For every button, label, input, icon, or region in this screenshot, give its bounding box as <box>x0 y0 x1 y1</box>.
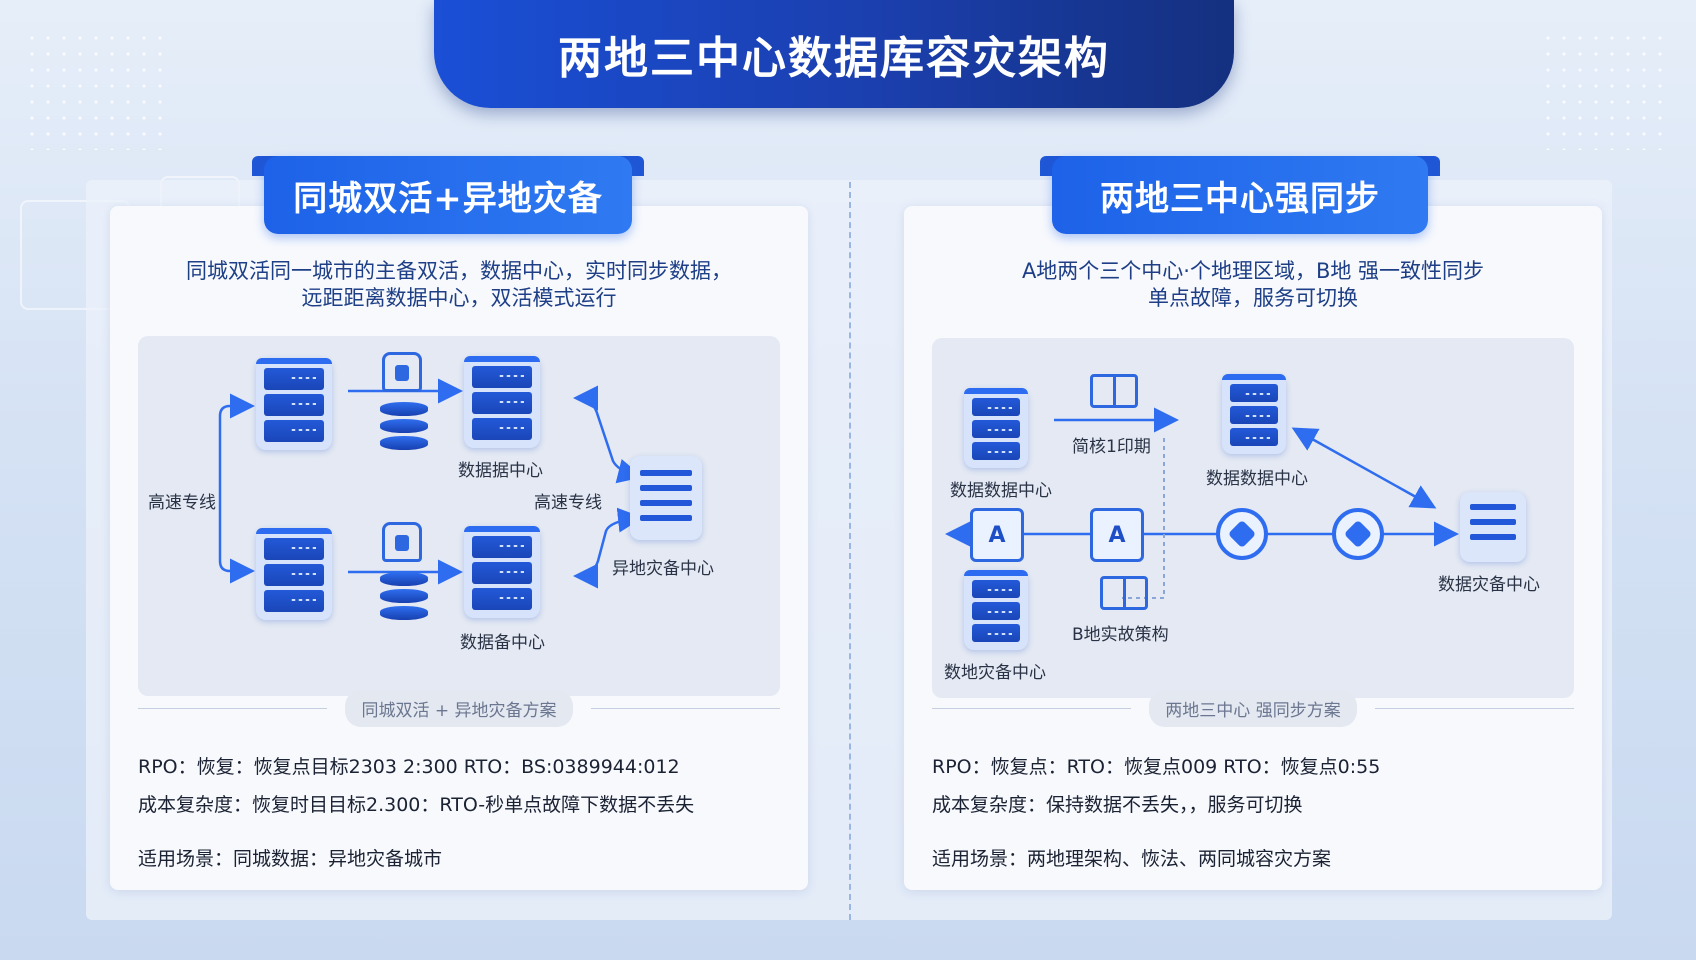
arrow-bottom-to-dr <box>573 507 643 589</box>
right-intro-line1: A地两个三个中心·个地理区域，B地 强一致性同步 <box>1021 259 1485 283</box>
right-cost-text: 成本复杂度：保持数据不丢失，，服务可切换 <box>932 794 1303 816</box>
label-link-right: 高速专线 <box>534 493 602 513</box>
node-a-icon: A <box>1090 508 1144 562</box>
background-dot-pattern <box>24 30 174 150</box>
left-diagram-arrows <box>218 378 643 589</box>
left-diagram: 高速专线 数据据中心 高速专线 异地灾备中心 数据备中心 <box>138 336 780 696</box>
label-dc-b: 数据数据中心 <box>1206 469 1308 489</box>
label-sync: 简核1印期 <box>1072 437 1151 457</box>
server-icon <box>964 388 1028 468</box>
arrow-left-link <box>218 393 255 584</box>
dashed-link <box>1122 438 1165 599</box>
label-dc-bottom: 数据备中心 <box>460 633 545 653</box>
sync-node-icon <box>1332 508 1384 560</box>
right-intro: A地两个三个中心·个地理区域，B地 强一致性同步 单点故障，服务可切换 <box>904 258 1602 312</box>
right-rpo-text: RPO：恢复点：RTO：恢复点009 RTO：恢复点0:55 <box>932 756 1381 778</box>
dr-center-icon <box>1460 492 1526 562</box>
right-scenario-text: 适用场景：两地理架构、恢法、两同城容灾方案 <box>932 848 1332 870</box>
title-banner: 两地三中心数据库容灾架构 <box>434 0 1234 108</box>
left-scenario-text: 适用场景：同城数据：异地灾备城市 <box>138 848 443 870</box>
left-intro-line1: 同城双活同一城市的主备双活，数据中心，实时同步数据， <box>186 259 732 283</box>
left-separator: 同城双活 + 异地灾备方案 <box>138 688 780 728</box>
left-intro-line2: 远距距离数据中心，双活模式运行 <box>301 286 617 310</box>
label-dc-top: 数据据中心 <box>458 461 543 481</box>
label-dr-center: 数据灾备中心 <box>1438 575 1540 595</box>
left-tab-title: 同城双活+异地灾备 <box>293 178 603 219</box>
database-icon <box>380 572 428 624</box>
server-icon <box>464 526 540 618</box>
background-dot-pattern <box>1540 30 1670 150</box>
book-icon <box>1100 576 1148 610</box>
node-a-icon: A <box>970 508 1024 562</box>
server-icon <box>1222 374 1286 454</box>
gateway-icon <box>382 522 422 562</box>
right-intro-line2: 单点故障，服务可切换 <box>1148 286 1358 310</box>
arrow-top-to-dr <box>573 385 643 484</box>
right-diagram: A A 数据数据中心 简核1印期 数据数据中心 数据灾备中心 B地实故策构 数地… <box>932 338 1574 698</box>
right-separator-pill: 两地三中心 强同步方案 <box>1149 689 1357 727</box>
label-dc-a-bottom: 数地灾备中心 <box>944 663 1046 683</box>
gateway-icon <box>382 352 422 392</box>
right-tab-title: 两地三中心强同步 <box>1100 178 1380 219</box>
left-separator-pill: 同城双活 + 异地灾备方案 <box>345 689 573 727</box>
server-icon <box>256 358 332 450</box>
right-tab-header: 两地三中心强同步 <box>1040 156 1440 234</box>
label-dr-center: 异地灾备中心 <box>612 559 714 579</box>
left-cost-text: 成本复杂度：恢复时目目标2.300：RTO-秒单点故障下数据不丢失 <box>138 794 695 816</box>
page-title: 两地三中心数据库容灾架构 <box>558 33 1110 84</box>
dr-center-icon <box>630 456 702 540</box>
arrow-b-to-dr <box>1291 427 1437 509</box>
left-panel: 同城双活同一城市的主备双活，数据中心，实时同步数据， 远距距离数据中心，双活模式… <box>110 206 808 890</box>
label-dc-a-top: 数据数据中心 <box>950 481 1052 501</box>
database-icon <box>380 402 428 454</box>
right-panel: A地两个三个中心·个地理区域，B地 强一致性同步 单点故障，服务可切换 A A <box>904 206 1602 890</box>
sync-node-icon <box>1216 508 1268 560</box>
server-icon <box>256 528 332 620</box>
center-divider <box>849 182 851 920</box>
server-icon <box>464 356 540 448</box>
left-intro: 同城双活同一城市的主备双活，数据中心，实时同步数据， 远距距离数据中心，双活模式… <box>110 258 808 312</box>
right-separator: 两地三中心 强同步方案 <box>932 688 1574 728</box>
left-tab-header: 同城双活+异地灾备 <box>252 156 644 234</box>
book-icon <box>1090 374 1138 408</box>
label-b-local: B地实故策构 <box>1072 625 1169 645</box>
left-rpo-text: RPO：恢复：恢复点目标2303 2:300 RTO：BS:0389944:01… <box>138 756 680 778</box>
label-link-left: 高速专线 <box>148 493 216 513</box>
server-icon <box>964 570 1028 650</box>
